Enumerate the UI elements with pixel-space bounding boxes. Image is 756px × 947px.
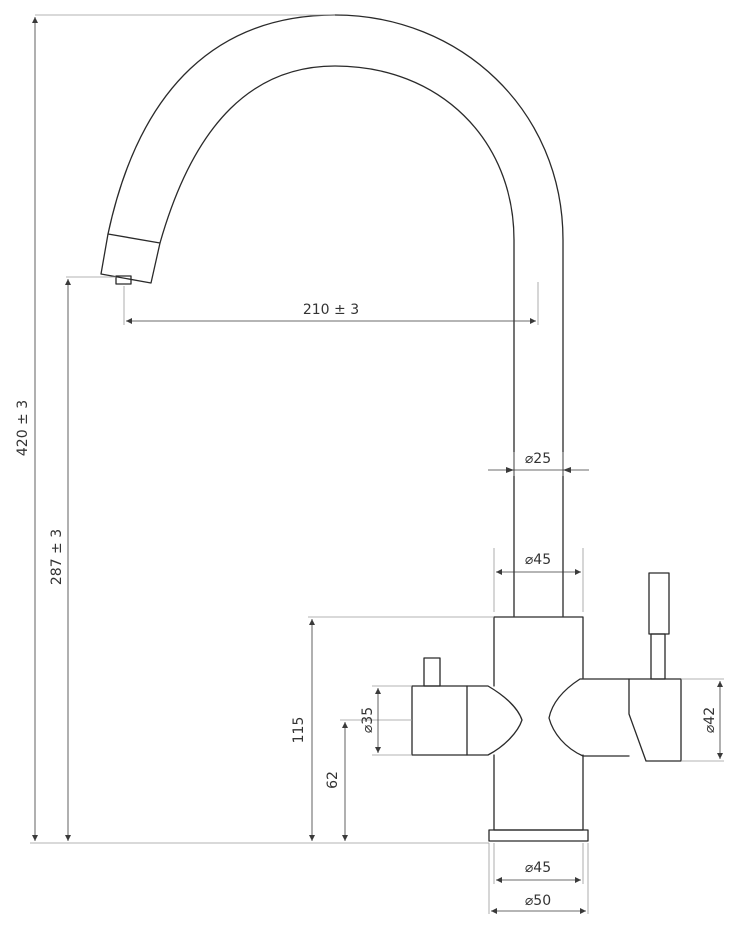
spout-height-label: 287 ± 3 <box>49 529 65 585</box>
spout-outer-curve <box>107 14 564 617</box>
right-handle-body <box>628 678 682 762</box>
dimension-lines <box>32 17 723 914</box>
spout-tip <box>100 233 161 284</box>
spout-reach-label: 210 ± 3 <box>303 302 359 318</box>
body-lower <box>493 754 584 831</box>
neck-diameter-label: ⌀45 <box>525 552 551 568</box>
right-lever-grip <box>648 572 670 635</box>
right-handle-cone <box>548 678 630 757</box>
left-handle-diameter-label: ⌀35 <box>360 707 376 733</box>
left-handle-body <box>411 685 468 756</box>
extension-lines <box>30 14 724 914</box>
base-plate <box>488 829 589 842</box>
spout-diameter-label: ⌀25 <box>525 451 551 467</box>
faucet-outline <box>100 14 682 842</box>
body-height-label: 115 <box>291 717 307 744</box>
aerator <box>115 275 132 285</box>
left-handle-cone <box>466 685 523 756</box>
body-upper <box>493 616 584 687</box>
base-diameter-label: ⌀45 <box>525 860 551 876</box>
spout-inner-curve <box>159 65 515 617</box>
right-lever-stem <box>650 633 666 680</box>
left-lever <box>423 657 441 687</box>
plate-diameter-label: ⌀50 <box>525 893 551 909</box>
handle-height-label: 62 <box>325 771 341 789</box>
dimension-labels: 420 ± 3 287 ± 3 210 ± 3 ⌀25 ⌀45 115 62 ⌀… <box>15 302 718 909</box>
right-handle-diameter-label: ⌀42 <box>702 707 718 733</box>
overall-height-label: 420 ± 3 <box>15 400 31 456</box>
